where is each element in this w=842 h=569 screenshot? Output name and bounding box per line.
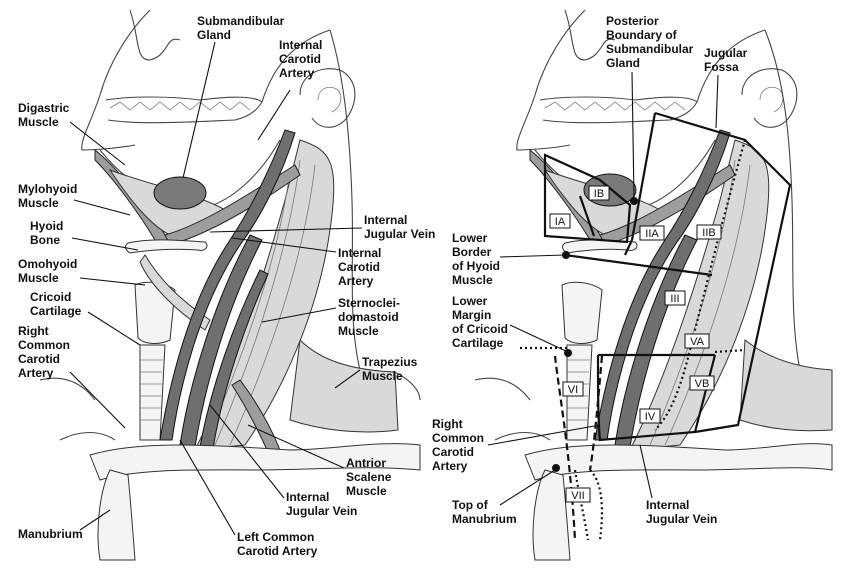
svg-text:IV: IV [645, 411, 656, 423]
svg-text:Manubrium: Manubrium [18, 527, 83, 541]
svg-text:IIB: IIB [702, 227, 715, 239]
marker-dot [630, 197, 638, 205]
zone-IA: IA [549, 213, 571, 229]
svg-text:VB: VB [695, 378, 710, 390]
svg-text:VI: VI [568, 384, 578, 396]
zone-VA: VA [684, 333, 710, 349]
marker-dot [564, 349, 572, 357]
zone-IB: IB [588, 185, 610, 201]
zone-VII: VII [565, 487, 591, 503]
zone-VI: VI [562, 381, 584, 397]
zone-III: III [664, 290, 686, 306]
marker-dot [562, 251, 570, 259]
right-anatomy-illustration [474, 9, 833, 561]
marker-dot [552, 464, 560, 472]
svg-text:III: III [670, 293, 679, 305]
svg-text:VA: VA [690, 336, 705, 348]
svg-text:IIA: IIA [645, 228, 659, 240]
label-manubrium: Manubrium [18, 509, 111, 541]
svg-text:IA: IA [555, 216, 566, 228]
zone-VB: VB [689, 375, 715, 391]
svg-text:IB: IB [594, 188, 604, 200]
svg-text:VII: VII [571, 490, 584, 502]
zone-IIA: IIA [639, 225, 665, 241]
zone-IIB: IIB [696, 224, 722, 240]
zone-IV: IV [639, 408, 661, 424]
zone-labels: IA IB IIA IIB III VA VB IV [549, 185, 722, 503]
zone-boundaries [520, 111, 792, 541]
